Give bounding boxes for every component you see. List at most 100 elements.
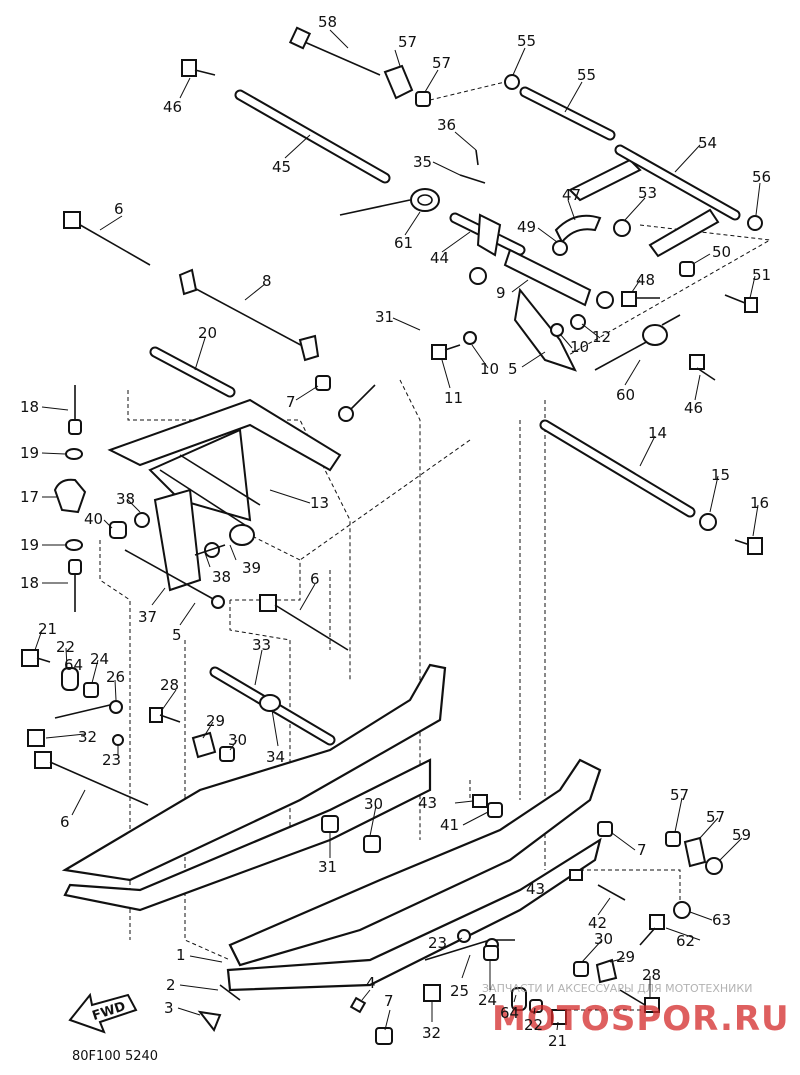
bolt-32-left — [27, 729, 45, 747]
bolt-28-bottom — [619, 989, 660, 1013]
callout-43-top: 43 — [418, 794, 437, 812]
callout-7-bottom: 7 — [384, 992, 394, 1010]
slide-rail-right — [226, 758, 602, 992]
callout-54: 55 — [577, 66, 596, 84]
bushing-40 — [109, 521, 127, 539]
callout-26: 26 — [106, 668, 125, 686]
callout-59: 59 — [732, 826, 751, 844]
collar-29-bottom — [573, 961, 589, 977]
callout-53: 54 — [698, 134, 717, 152]
bolt-11 — [431, 344, 461, 360]
callout-22-left: 22 — [56, 638, 75, 656]
nut-7-top — [315, 375, 331, 391]
rivet-1-2 — [219, 984, 241, 1001]
callout-1: 1 — [176, 946, 186, 964]
shaft-45 — [234, 89, 391, 184]
callout-56-right: 57 — [706, 808, 725, 826]
callout-55-right: 56 — [752, 168, 771, 186]
bolt-58 — [288, 26, 381, 76]
callout-44: 44 — [430, 249, 449, 267]
callout-10-left: 10 — [480, 360, 499, 378]
fwd-arrow-icon: FWD — [68, 992, 138, 1034]
bolt-46-top — [181, 59, 216, 77]
bolt-6-middle — [259, 594, 349, 651]
bolt-3 — [197, 1010, 222, 1032]
bolt-28-left — [149, 707, 181, 723]
nut-49 — [552, 240, 568, 256]
callout-10-right: 10 — [570, 338, 589, 356]
callout-28-bottom: 28 — [642, 966, 661, 984]
callout-32-bottom: 32 — [422, 1024, 441, 1042]
callout-52: 53 — [638, 184, 657, 202]
callout-18-bottom: 18 — [20, 574, 39, 592]
callout-23-bottom: 23 — [428, 934, 447, 952]
pivot-shaft-44 — [449, 212, 526, 257]
bolt-48 — [621, 291, 660, 307]
callout-29-left: 30 — [228, 731, 247, 749]
callout-16: 16 — [750, 494, 769, 512]
callout-46-right: 46 — [684, 399, 703, 417]
callout-20: 20 — [198, 324, 217, 342]
washer-19-bottom — [65, 539, 83, 551]
callout-14: 14 — [648, 424, 667, 442]
front-arm-37 — [124, 488, 225, 609]
callout-12: 12 — [592, 328, 611, 346]
callout-61: 61 — [394, 234, 413, 252]
callout-2: 2 — [166, 976, 176, 994]
washer-15 — [699, 513, 717, 531]
bumper-17 — [53, 478, 87, 514]
nut-52 — [613, 219, 631, 237]
bracket-27-left — [191, 731, 217, 759]
callout-57-right: 57 — [670, 786, 689, 804]
watermark-logo: ЗАПЧАСТИ И АКСЕССУАРЫ ДЛЯ МОТОТЕХНИКИ MO… — [482, 982, 789, 1039]
callout-38-bottom: 38 — [212, 568, 231, 586]
callout-3: 3 — [164, 999, 174, 1017]
nut-23-left — [112, 734, 124, 746]
callout-23-left: 23 — [102, 751, 121, 769]
block-43-top — [472, 794, 488, 808]
collar-57-top — [415, 91, 431, 107]
callout-15: 15 — [711, 466, 730, 484]
callout-25: 25 — [450, 982, 469, 1000]
nut-23-bottom — [457, 929, 471, 943]
callout-46: 46 — [163, 98, 182, 116]
bolt-32-bottom — [423, 984, 441, 1002]
callout-34: 34 — [266, 748, 285, 766]
callout-47: 47 — [562, 186, 581, 204]
washer-55-right — [747, 215, 763, 231]
clip-18-bottom — [68, 559, 82, 612]
callout-27-bottom: 29 — [616, 948, 635, 966]
callout-5-top: 5 — [508, 360, 518, 378]
clip-4 — [349, 996, 367, 1014]
callout-11: 11 — [444, 389, 463, 407]
callout-63: 63 — [712, 911, 731, 929]
callout-57: 57 — [432, 54, 451, 72]
washer-19-top — [65, 448, 83, 460]
washer-10 — [463, 323, 564, 345]
callout-41: 41 — [440, 816, 459, 834]
callout-32-left: 32 — [78, 728, 97, 746]
nut-7-right — [597, 821, 613, 837]
callout-17: 17 — [20, 488, 39, 506]
pin-36 — [475, 149, 479, 166]
bolt-35 — [459, 174, 486, 184]
callout-30-top: 30 — [364, 795, 383, 813]
callout-48: 48 — [636, 271, 655, 289]
callout-29-bottom: 30 — [594, 930, 613, 948]
callout-40: 40 — [84, 510, 103, 528]
slide-rail-left — [61, 663, 447, 912]
bolt-51 — [724, 294, 758, 313]
nut-7-bottom — [375, 1027, 393, 1045]
nut-22-bottom — [529, 999, 543, 1013]
callout-7-right: 7 — [637, 841, 647, 859]
callout-21-left: 21 — [38, 620, 57, 638]
callout-22-bottom: 22 — [524, 1016, 543, 1034]
callout-labels: 58 57 57 55 55 46 45 36 35 61 54 56 53 5… — [20, 13, 771, 1050]
callout-30-bottom: 31 — [318, 858, 337, 876]
callout-62: 62 — [676, 932, 695, 950]
nut-12 — [570, 314, 586, 330]
callout-64-left: 64 — [64, 656, 83, 674]
callout-33: 33 — [252, 636, 271, 654]
shaft-8 — [178, 268, 320, 362]
